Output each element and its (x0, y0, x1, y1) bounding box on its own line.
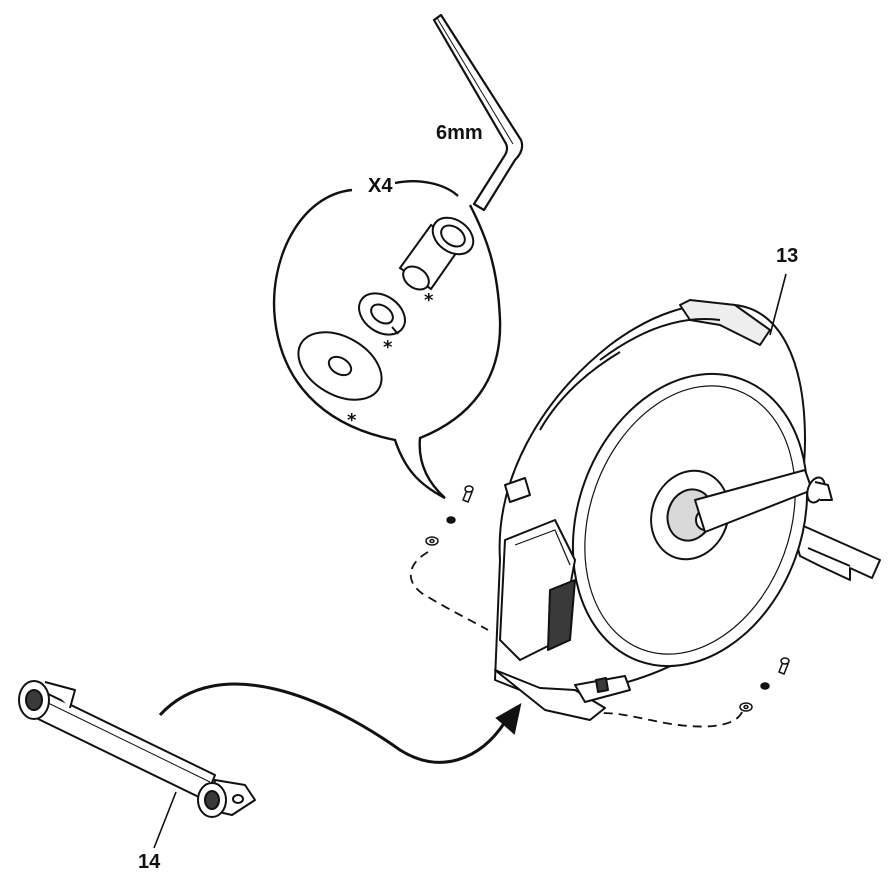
stabilizer-bar (18, 680, 256, 818)
lock-washer-marker: * (383, 337, 393, 358)
bolt-marker: * (424, 290, 434, 311)
small-hardware-top (425, 485, 474, 546)
lock-washer-icon (358, 292, 406, 336)
curved-arrow-icon (158, 682, 522, 764)
small-hardware-bottom (739, 657, 790, 712)
speech-bubble-callout (272, 180, 502, 500)
quantity-label: X4 (368, 175, 393, 197)
frame-assembly (494, 299, 881, 721)
leader-line-14 (153, 791, 177, 849)
hex-key-icon (432, 13, 524, 212)
leader-line-13 (769, 273, 787, 336)
flat-washer-icon (297, 331, 383, 401)
dashed-guide-lines (410, 551, 743, 728)
part-number-14-label: 14 (138, 851, 161, 873)
tool-size-label: 6mm (436, 122, 483, 144)
part-number-13-label: 13 (776, 245, 799, 267)
flat-washer-marker: * (347, 410, 357, 431)
bolt-icon (398, 216, 475, 291)
